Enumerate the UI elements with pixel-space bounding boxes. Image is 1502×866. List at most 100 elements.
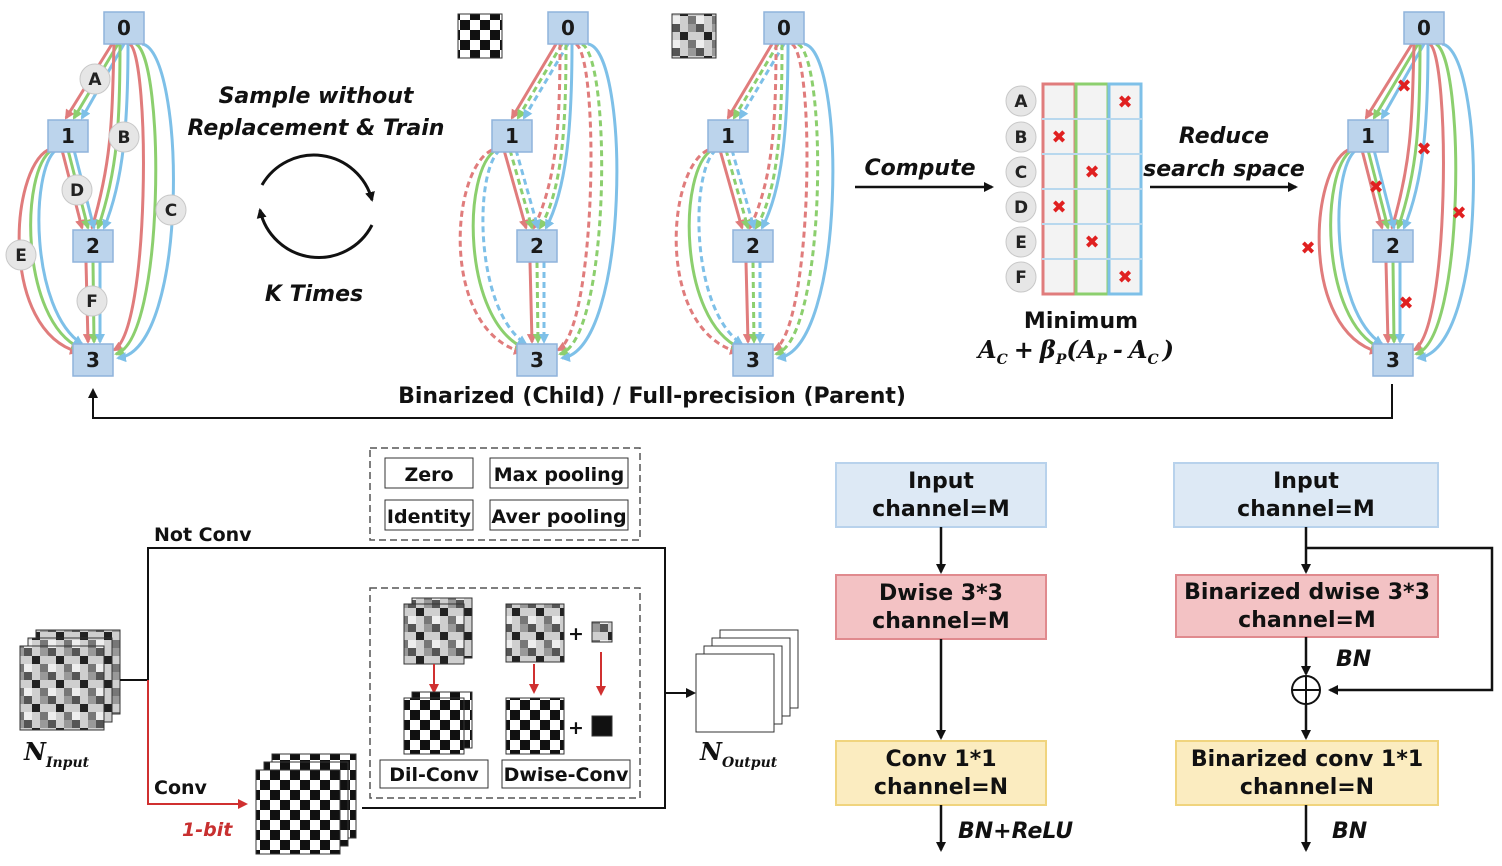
aver-pooling-box bbox=[489, 499, 629, 531]
full-precision-block: Input channel=M Dwise 3*3 channel=M Conv… bbox=[835, 462, 1073, 852]
parent-node-2-label: 2 bbox=[746, 234, 760, 258]
bin-input-box bbox=[1173, 462, 1439, 528]
child-node-2-label: 2 bbox=[530, 234, 544, 258]
loop-arrow-top bbox=[260, 153, 375, 202]
table-op-a bbox=[1005, 85, 1037, 117]
non-conv-ops-group bbox=[369, 447, 641, 541]
loop-caption-line1: Sample without bbox=[219, 84, 415, 109]
fp-pointwise-kernel bbox=[591, 621, 613, 643]
dwise-conv-box bbox=[501, 759, 631, 789]
bin-conv-l2: channel=N bbox=[1240, 775, 1374, 800]
op-label-b: B bbox=[118, 128, 131, 148]
fp-bn-relu-label: BN+ReLU bbox=[958, 819, 1073, 844]
child-node-0 bbox=[547, 11, 589, 45]
op-circle-a bbox=[79, 63, 111, 95]
reduced-node-2 bbox=[1372, 229, 1414, 263]
identity-op-label: Identity bbox=[387, 506, 472, 528]
fp-input-box bbox=[835, 462, 1047, 528]
child-node-0-label: 0 bbox=[561, 16, 575, 40]
fp-input-l2: channel=M bbox=[872, 497, 1010, 522]
dil-conv-box bbox=[379, 759, 489, 789]
zero-op-box bbox=[384, 457, 474, 489]
parent-node-1-label: 1 bbox=[721, 124, 735, 148]
x-mark-icon: ✖ bbox=[1117, 267, 1132, 288]
binary-tensor-layer bbox=[255, 769, 341, 855]
bin-dwise-l2: channel=M bbox=[1238, 608, 1376, 633]
svg-text:AC+βP(AP-AC): AC+βP(AP-AC) bbox=[976, 335, 1174, 368]
compute-label: Compute bbox=[864, 156, 975, 181]
graph-node-1-label: 1 bbox=[61, 124, 75, 148]
parent-node-0-label: 0 bbox=[777, 16, 791, 40]
child-node-3-label: 3 bbox=[530, 348, 544, 372]
op-circle-b bbox=[108, 121, 140, 153]
minimum-label: Minimum bbox=[1024, 309, 1138, 334]
x-mark-icon: ✖ bbox=[1051, 197, 1066, 218]
x-mark-icon: ✖ bbox=[1300, 238, 1315, 259]
op-circle-f bbox=[76, 285, 108, 317]
op-label-e: E bbox=[15, 246, 27, 266]
fp-dwise-l1: Dwise 3*3 bbox=[879, 581, 1003, 606]
identity-op-box bbox=[384, 499, 474, 531]
bin-input-l2: channel=M bbox=[1237, 497, 1375, 522]
child-node-1 bbox=[491, 119, 533, 153]
bin-bn1-label: BN bbox=[1336, 647, 1371, 672]
conv-path bbox=[147, 680, 248, 809]
svg-text:NInput: NInput bbox=[23, 737, 90, 771]
binarized-block: Input channel=M Binarized dwise 3*3 chan… bbox=[1173, 462, 1494, 852]
op-label-c: C bbox=[165, 201, 177, 221]
zero-op-label: Zero bbox=[404, 464, 453, 486]
fp-conv-box bbox=[835, 740, 1047, 806]
table-op-c-label: C bbox=[1015, 163, 1027, 183]
table-op-f-label: F bbox=[1015, 268, 1027, 288]
fp-dil-kernel bbox=[403, 603, 465, 665]
graph-node-0 bbox=[103, 11, 145, 45]
parent-node-1 bbox=[707, 119, 749, 153]
reduced-node-0-label: 0 bbox=[1417, 16, 1431, 40]
op-score-table: A B C D E F ✖ ✖ ✖ ✖ ✖ ✖ bbox=[1005, 82, 1143, 296]
table-op-c bbox=[1005, 156, 1037, 188]
one-bit-label: 1-bit bbox=[182, 819, 233, 841]
graph-reduced: 0 1 2 3 ✖ ✖ ✖ ✖ ✖ ✖ bbox=[1300, 11, 1475, 377]
table-op-b-label: B bbox=[1015, 128, 1028, 148]
reduced-node-0 bbox=[1403, 11, 1445, 45]
loop-times-label: K Times bbox=[265, 282, 363, 307]
graph-node-1 bbox=[47, 119, 89, 153]
x-mark-icon: ✖ bbox=[1416, 139, 1431, 160]
not-conv-label: Not Conv bbox=[154, 524, 252, 546]
table-op-e bbox=[1005, 226, 1037, 258]
op-label-f: F bbox=[86, 292, 98, 312]
binary-weight-icon bbox=[457, 13, 503, 59]
score-formula: AC+βP(AP-AC) bbox=[976, 335, 1174, 368]
table-op-a-label: A bbox=[1014, 92, 1028, 112]
op-label-d: D bbox=[70, 181, 84, 201]
x-mark-icon: ✖ bbox=[1084, 162, 1099, 183]
graph-node-2 bbox=[72, 229, 114, 263]
table-op-f bbox=[1005, 261, 1037, 293]
child-node-2 bbox=[516, 229, 558, 263]
parent-node-0 bbox=[763, 11, 805, 45]
bin-pointwise-kernel bbox=[591, 715, 613, 737]
graph-initial: 0 1 2 3 A B C D E F bbox=[5, 11, 187, 377]
parent-node-3 bbox=[732, 343, 774, 377]
x-mark-icon: ✖ bbox=[1398, 293, 1413, 314]
reduced-node-2-label: 2 bbox=[1386, 234, 1400, 258]
sampling-loop: Sample without Replacement & Train K Tim… bbox=[188, 84, 445, 307]
fp-dwise-kernel bbox=[505, 603, 565, 663]
fp-dwise-l2: channel=M bbox=[872, 609, 1010, 634]
x-mark-icon: ✖ bbox=[1396, 76, 1411, 97]
graph-node-2-label: 2 bbox=[86, 234, 100, 258]
fp-dwise-box bbox=[835, 574, 1047, 640]
op-circle-c bbox=[155, 194, 187, 226]
loop-arrow-bottom bbox=[256, 208, 374, 259]
full-precision-weight-icon bbox=[671, 13, 717, 59]
table-op-b bbox=[1005, 121, 1037, 153]
middle-caption: Binarized (Child) / Full-precision (Pare… bbox=[398, 384, 906, 409]
graph-parent: 0 1 2 3 bbox=[671, 11, 835, 377]
reduce-label-line1: Reduce bbox=[1179, 124, 1269, 149]
table-op-d-label: D bbox=[1014, 198, 1028, 218]
reduced-node-1 bbox=[1347, 119, 1389, 153]
graph-node-3-label: 3 bbox=[86, 348, 100, 372]
operation-panel: Zero Max pooling Identity Aver pooling N… bbox=[19, 447, 799, 855]
